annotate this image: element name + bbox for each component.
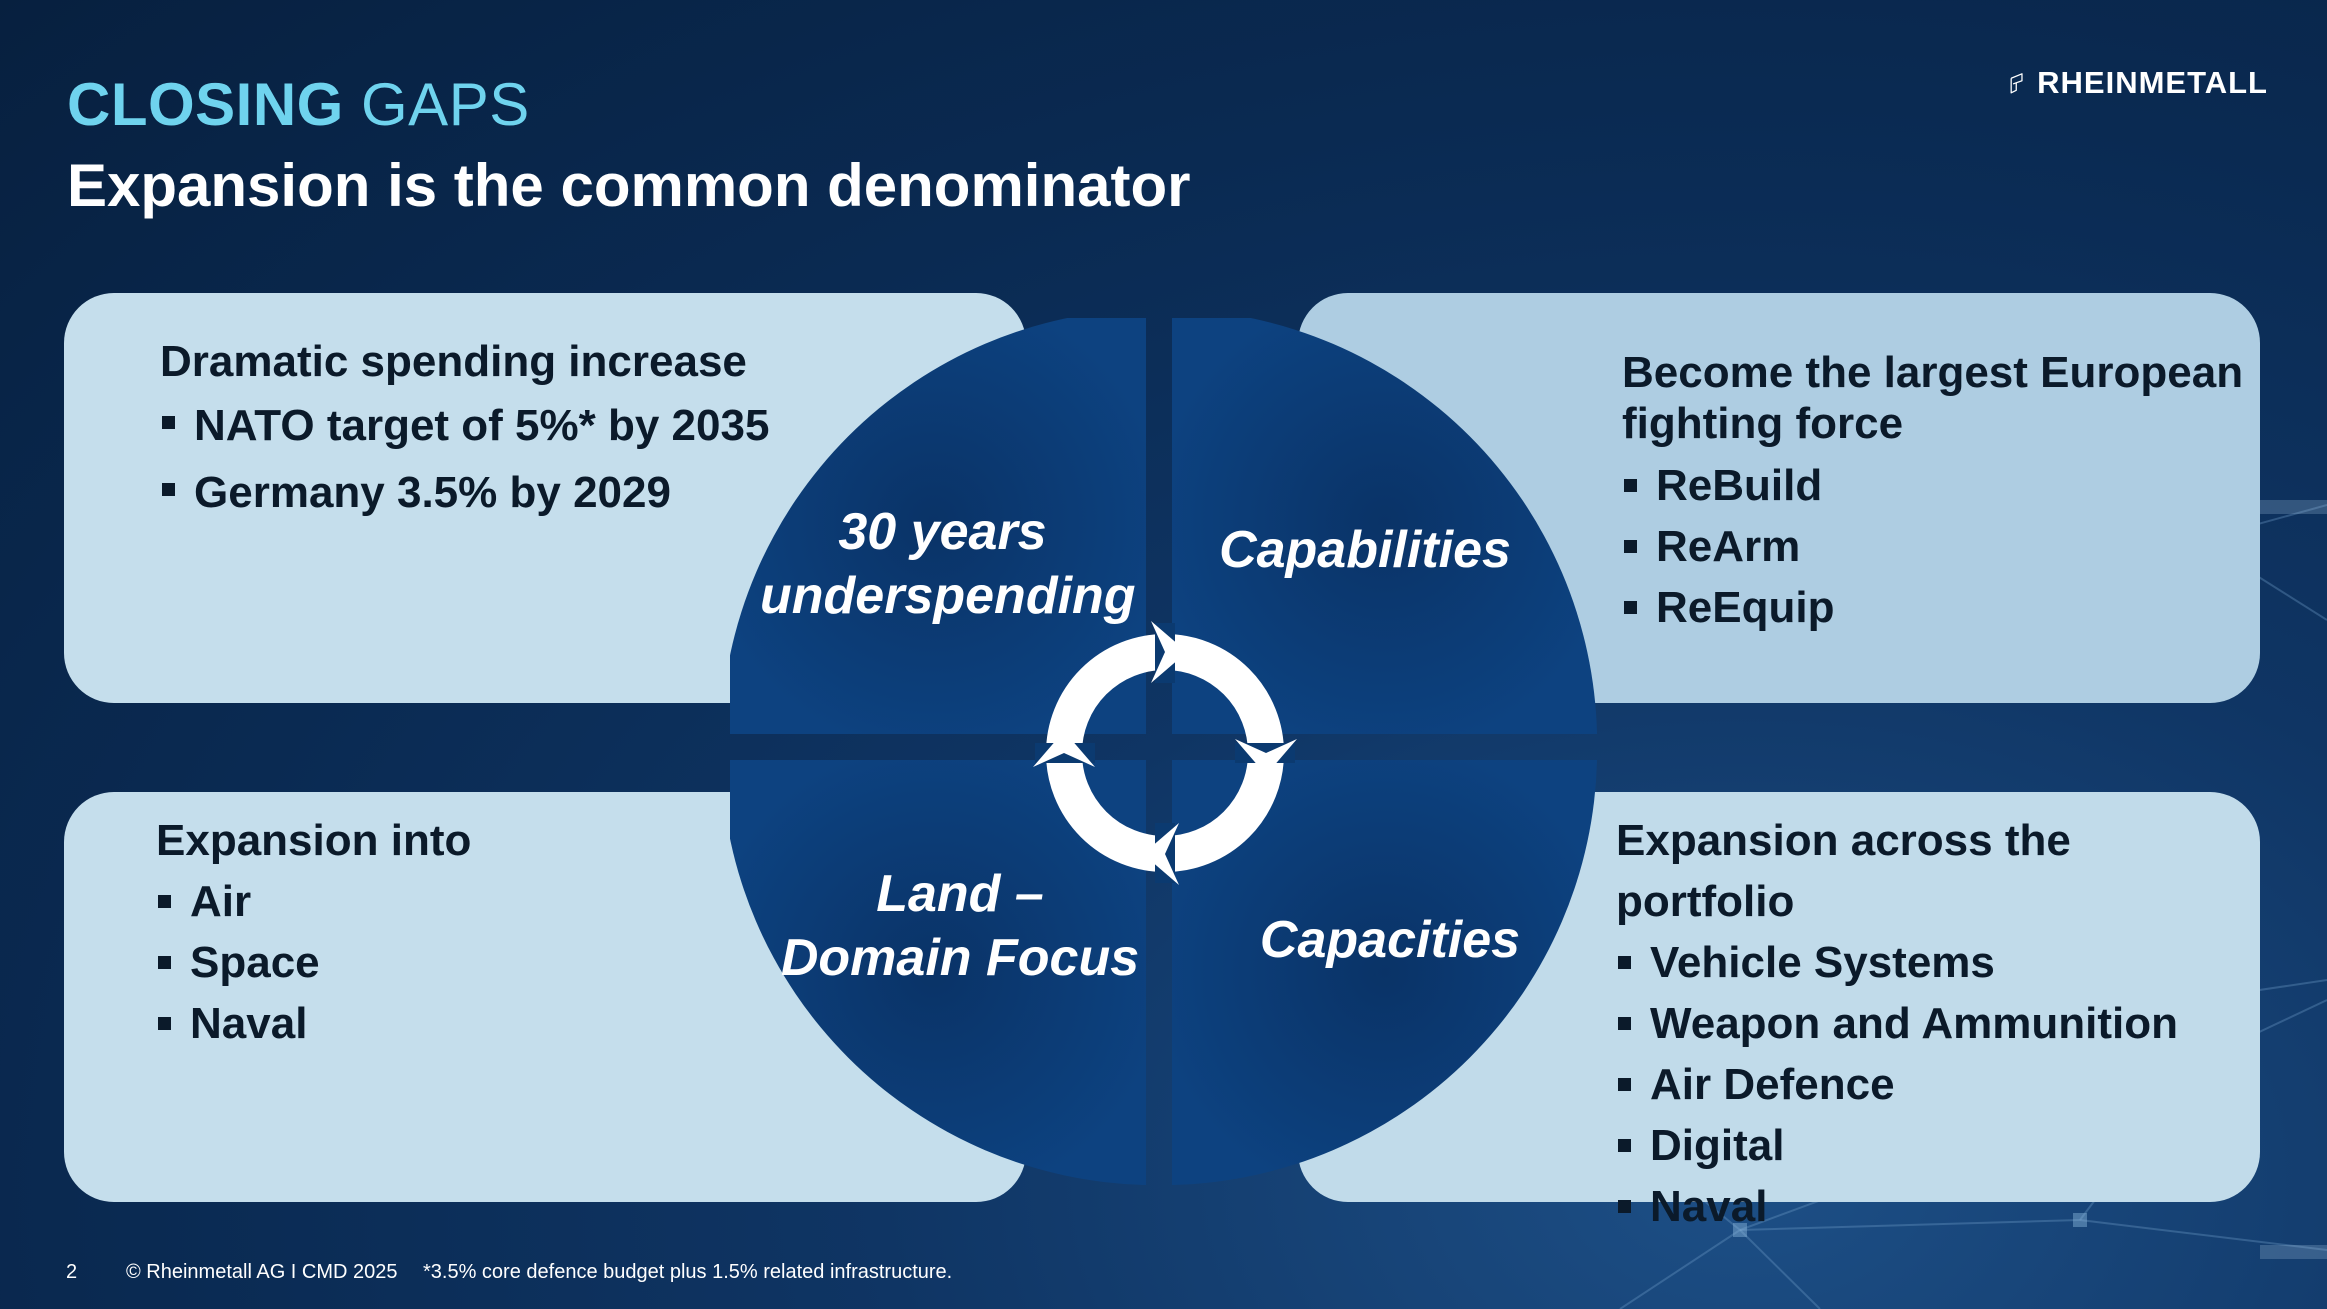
page-number: 2 — [66, 1261, 78, 1283]
quadrant-label-underspending: 30 years underspending — [760, 500, 1136, 628]
quadrant-bottom-left — [730, 760, 1146, 1185]
panel-heading-line2: fighting force — [1622, 399, 1904, 448]
quadrant-top-right — [1172, 318, 1597, 734]
cycle-arrows-icon — [1033, 621, 1297, 885]
quadrant-bottom-right — [1172, 760, 1597, 1185]
footnote: *3.5% core defence budget plus 1.5% rela… — [423, 1261, 953, 1283]
copyright: © Rheinmetall AG I CMD 2025 — [126, 1261, 398, 1283]
list-item: ReBuild — [1622, 455, 2243, 516]
quadrant-label-line1: Land – — [876, 865, 1044, 923]
list-item: Space — [156, 932, 471, 993]
quadrant-label-line2: underspending — [760, 567, 1136, 625]
quadrant-label-capacities: Capacities — [1259, 911, 1521, 969]
quadrant-top-left — [730, 318, 1146, 734]
list-item: ReEquip — [1622, 577, 2243, 638]
panel-heading-line1: Become the largest European — [1622, 348, 2244, 397]
quadrant-label-capabilities: Capabilities — [1219, 521, 1511, 579]
list-item: Naval — [156, 993, 471, 1054]
list-item: Weapon and Ammunition — [1616, 993, 2260, 1054]
company-logo: RHEINMETALL — [2008, 46, 2268, 120]
list-item: Air — [156, 871, 471, 932]
list-item: Naval — [1616, 1176, 2260, 1237]
list-item: Air Defence — [1616, 1054, 2260, 1115]
slide-subtitle: Expansion is the common denominator — [67, 152, 1191, 219]
panel-heading: Dramatic spending increase — [160, 337, 747, 386]
list-item: NATO target of 5%* by 2035 — [160, 392, 769, 459]
list-item: ReArm — [1622, 516, 2243, 577]
logo-text: RHEINMETALL — [2037, 65, 2268, 100]
quadrant-label-line1: 30 years — [838, 503, 1047, 561]
panel-heading: Expansion across the portfolio — [1616, 816, 2071, 926]
quadrant-label-land-domain: Land – Domain Focus — [780, 862, 1140, 990]
quadrant-label-line2: Domain Focus — [780, 929, 1140, 987]
rheinmetall-logo-icon — [2010, 73, 2023, 94]
slide-title: CLOSING GAPS — [67, 70, 530, 140]
panel-heading: Expansion into — [156, 816, 472, 865]
title-rest: GAPS — [361, 71, 530, 138]
list-item: Vehicle Systems — [1616, 932, 2260, 993]
title-accent: CLOSING — [67, 71, 344, 138]
quadrant-circle — [730, 318, 1597, 1185]
list-item: Digital — [1616, 1115, 2260, 1176]
list-item: Germany 3.5% by 2029 — [160, 459, 769, 526]
